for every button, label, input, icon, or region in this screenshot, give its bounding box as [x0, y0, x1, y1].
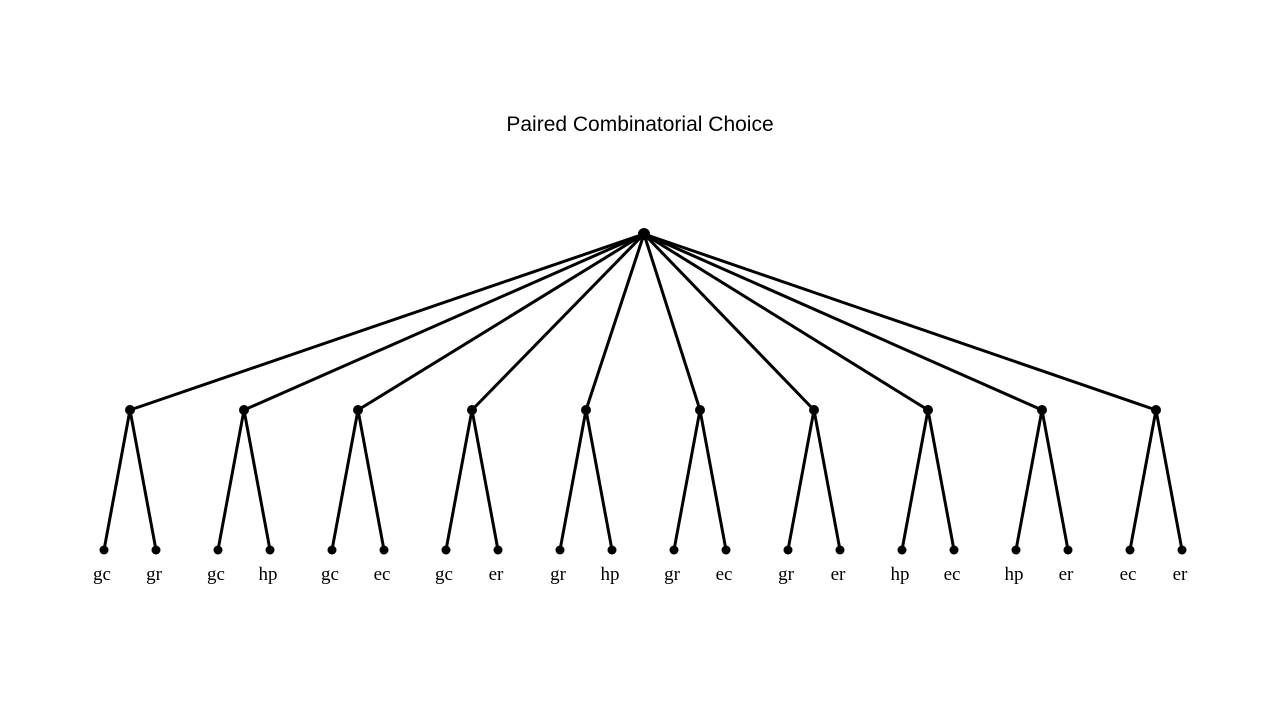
leaf-edge-0-1 — [128, 409, 158, 551]
leaf-label: ec — [944, 564, 961, 585]
edges — [102, 232, 1184, 551]
leaf-label: gr — [550, 564, 567, 585]
leaf-label: hp — [259, 564, 278, 585]
leaf-edge-4-0 — [558, 409, 588, 551]
pair-node — [125, 405, 135, 415]
leaf-edge-9-0 — [1128, 409, 1158, 551]
leaf-label: gr — [664, 564, 681, 585]
pair-node — [1037, 405, 1047, 415]
leaf-node — [555, 545, 565, 555]
pair-node — [581, 405, 591, 415]
leaf-node — [327, 545, 337, 555]
leaf-label: er — [1059, 564, 1074, 585]
leaf-node — [783, 545, 793, 555]
leaf-label: gc — [207, 564, 225, 585]
leaf-node — [607, 545, 617, 555]
leaf-node — [949, 545, 959, 555]
leaf-label: gc — [321, 564, 339, 585]
leaf-label: gr — [778, 564, 795, 585]
pair-node — [239, 405, 249, 415]
leaf-edge-5-0 — [672, 409, 702, 551]
pair-node — [1151, 405, 1161, 415]
leaf-edge-8-0 — [1014, 409, 1044, 551]
root-edge-2 — [357, 232, 645, 412]
root-node — [638, 228, 650, 240]
root-edge-5 — [642, 233, 702, 411]
pair-node — [353, 405, 363, 415]
leaf-edge-3-0 — [444, 409, 474, 551]
leaf-label: er — [489, 564, 504, 585]
root-edge-0 — [129, 232, 645, 412]
leaf-edge-4-1 — [584, 409, 614, 551]
leaf-edge-7-0 — [900, 409, 930, 551]
root-edge-7 — [643, 232, 929, 412]
leaf-edge-1-1 — [242, 409, 272, 551]
root-edge-4 — [584, 233, 646, 411]
leaf-node — [721, 545, 731, 555]
nodes — [99, 228, 1187, 555]
leaf-node — [441, 545, 451, 555]
leaf-node — [1125, 545, 1135, 555]
leaf-labels: gc gr gc hp gc ec gc er gr hp gr ec gr er hp ec hp er ec er — [93, 564, 1188, 585]
pair-node — [467, 405, 477, 415]
leaf-edge-2-1 — [356, 409, 386, 551]
root-edge-3 — [470, 232, 646, 412]
pair-node — [809, 405, 819, 415]
leaf-label: ec — [716, 564, 733, 585]
leaf-label: gr — [146, 564, 163, 585]
leaf-node — [99, 545, 109, 555]
leaf-node — [1177, 545, 1187, 555]
leaf-node — [835, 545, 845, 555]
pair-node — [695, 405, 705, 415]
leaf-label: ec — [374, 564, 391, 585]
leaf-edge-0-0 — [102, 409, 132, 551]
pair-node — [923, 405, 933, 415]
leaf-label: er — [1173, 564, 1188, 585]
root-edge-6 — [642, 232, 816, 412]
leaf-node — [265, 545, 275, 555]
leaf-edge-3-1 — [470, 409, 500, 551]
leaf-node — [1011, 545, 1021, 555]
leaf-edge-1-0 — [216, 409, 246, 551]
leaf-label: gc — [435, 564, 453, 585]
diagram-title: Paired Combinatorial Choice — [506, 113, 774, 136]
leaf-edge-2-0 — [330, 409, 360, 551]
leaf-label: hp — [1005, 564, 1024, 585]
leaf-node — [1063, 545, 1073, 555]
leaf-edge-5-1 — [698, 409, 728, 551]
leaf-label: er — [831, 564, 846, 585]
leaf-edge-6-1 — [812, 409, 842, 551]
leaf-label: ec — [1120, 564, 1137, 585]
leaf-label: hp — [601, 564, 620, 585]
root-edge-9 — [643, 232, 1157, 412]
leaf-node — [493, 545, 503, 555]
leaf-label: hp — [891, 564, 910, 585]
leaf-edge-8-1 — [1040, 409, 1070, 551]
leaf-edge-9-1 — [1154, 409, 1184, 551]
leaf-node — [213, 545, 223, 555]
leaf-label: gc — [93, 564, 111, 585]
leaf-edge-6-0 — [786, 409, 816, 551]
leaf-node — [151, 545, 161, 555]
leaf-edge-7-1 — [926, 409, 956, 551]
leaf-node — [379, 545, 389, 555]
leaf-node — [669, 545, 679, 555]
root-edge-8 — [643, 232, 1043, 412]
root-edge-1 — [243, 232, 645, 412]
leaf-node — [897, 545, 907, 555]
